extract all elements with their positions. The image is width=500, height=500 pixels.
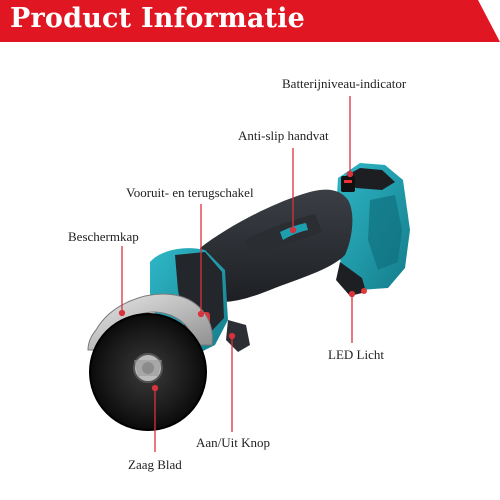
callout-dot-battery (346, 170, 354, 178)
led-light (361, 288, 367, 294)
label-saw-blade: Zaag Blad (128, 457, 182, 472)
label-led-light: LED Licht (328, 347, 384, 362)
battery-indicator-window (341, 176, 355, 192)
label-guard: Beschermkap (68, 229, 139, 244)
callout-dot-grip (289, 226, 297, 234)
callout-dot-guard (118, 309, 126, 317)
blade-guard (87, 293, 213, 351)
battery-pack (335, 163, 410, 290)
callout-dot-blade (151, 384, 159, 392)
callout-dot-power (228, 332, 236, 340)
callout-dot-led (348, 290, 356, 298)
label-power-button: Aan/Uit Knop (196, 435, 271, 450)
tool-handle (200, 189, 367, 302)
page-title: Product Informatie (10, 3, 306, 34)
saw-blade (89, 313, 207, 431)
header-banner: Product Informatie (0, 0, 500, 42)
banner-corner (478, 0, 500, 42)
label-battery-indicator: Batterijniveau-indicator (282, 76, 407, 91)
label-direction-switch: Vooruit- en terugschakel (126, 185, 254, 200)
callout-lines (118, 96, 356, 452)
label-anti-slip-grip: Anti-slip handvat (238, 128, 329, 143)
callout-dot-switch (197, 310, 205, 318)
